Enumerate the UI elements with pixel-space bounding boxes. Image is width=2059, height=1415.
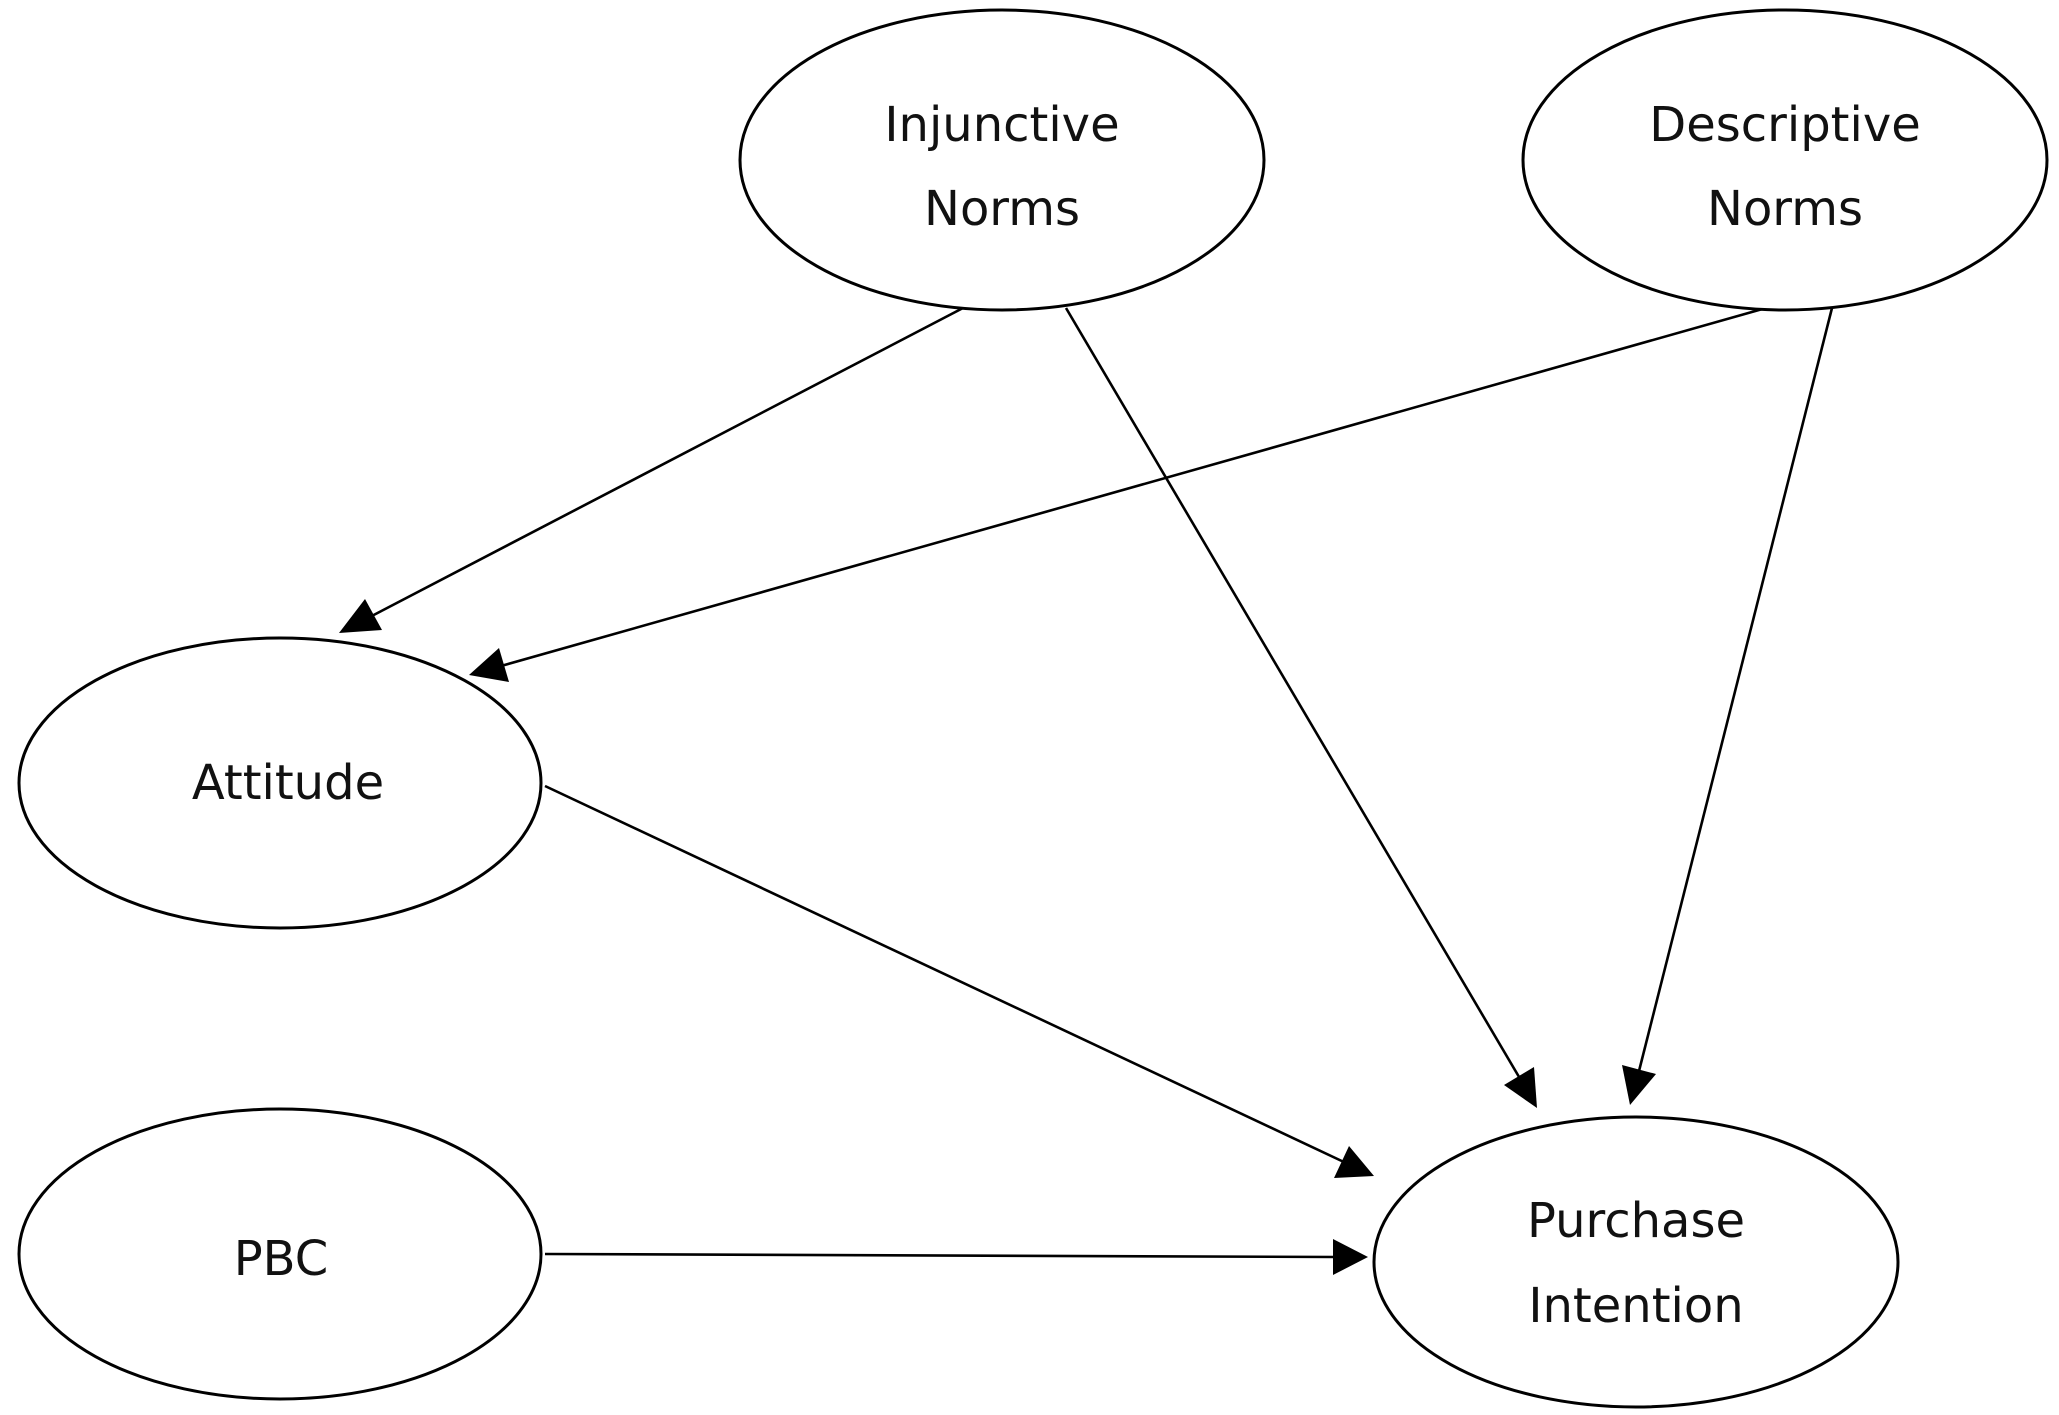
node-label-line: Purchase bbox=[1527, 1193, 1745, 1249]
edge-pbc-to-purchase bbox=[544, 1239, 1368, 1275]
node-ellipse bbox=[17, 636, 543, 930]
node-label-line: Norms bbox=[1707, 181, 1863, 237]
arrowhead-icon bbox=[1504, 1067, 1537, 1108]
node-label-line: PBC bbox=[234, 1231, 329, 1287]
node-attitude: Attitude bbox=[17, 636, 543, 930]
node-label-line: Descriptive bbox=[1649, 97, 1921, 153]
arrowhead-icon bbox=[469, 648, 509, 682]
node-label-line: Intention bbox=[1528, 1278, 1743, 1334]
node-injunctive-norms: Injunctive Norms bbox=[738, 8, 1266, 312]
arrowhead-icon bbox=[1333, 1239, 1368, 1275]
node-ellipse bbox=[1372, 1115, 1900, 1409]
arrowhead-icon bbox=[1622, 1065, 1656, 1105]
arrowhead-icon bbox=[339, 599, 382, 633]
node-label-line: Norms bbox=[924, 181, 1080, 237]
edge-attitude-to-purchase bbox=[544, 784, 1374, 1178]
node-purchase-intention: Purchase Intention bbox=[1372, 1115, 1900, 1409]
node-ellipse bbox=[738, 8, 1266, 312]
node-ellipse bbox=[17, 1107, 543, 1401]
arrowhead-icon bbox=[1334, 1146, 1374, 1178]
edges bbox=[339, 306, 1834, 1275]
edge-descriptive-to-attitude bbox=[469, 306, 1767, 682]
node-ellipse bbox=[1521, 8, 2049, 312]
node-descriptive-norms: Descriptive Norms bbox=[1521, 8, 2049, 312]
node-label-line: Injunctive bbox=[884, 97, 1119, 153]
edge-injunctive-to-attitude bbox=[339, 306, 964, 633]
node-pbc: PBC bbox=[17, 1107, 543, 1401]
edge-injunctive-to-purchase bbox=[1064, 307, 1537, 1108]
edge-descriptive-to-purchase bbox=[1622, 307, 1834, 1105]
node-label-line: Attitude bbox=[192, 755, 384, 811]
